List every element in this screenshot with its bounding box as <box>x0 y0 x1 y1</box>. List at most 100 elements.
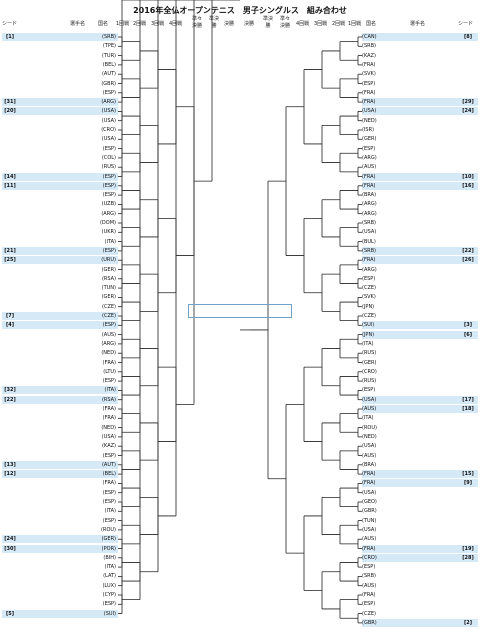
country-code: (ESP) <box>102 601 116 608</box>
country-code: (ITA) <box>104 508 116 515</box>
player-row: (FRA)[29] <box>362 98 478 107</box>
country-code: (SRB) <box>362 220 376 226</box>
player-row: (CZE) <box>362 312 478 320</box>
player-row: (GER) <box>362 135 478 143</box>
player-row: (ESP) <box>362 386 478 394</box>
country-code: (FRA) <box>362 257 376 264</box>
country-code: (USA) <box>362 396 377 403</box>
country-code: (BRA) <box>362 461 377 468</box>
player-row: (ARG) <box>362 266 478 274</box>
player-row: (RSA) <box>2 275 118 283</box>
country-code: (ITA) <box>362 415 374 422</box>
country-code: (ESP) <box>102 247 116 254</box>
country-code: (TUN) <box>101 285 116 292</box>
player-row: (COL) <box>2 154 118 162</box>
country-code: (ESP) <box>362 387 376 394</box>
player-row: (ARG) <box>362 200 478 208</box>
player-row: (FRA)[19] <box>362 544 478 553</box>
player-row: (SRB)[22] <box>362 246 478 255</box>
player-row: (ESP) <box>2 489 118 497</box>
player-row: [11](ESP) <box>2 181 118 190</box>
header-r3-right: 3回戦 <box>314 21 328 27</box>
country-code: (FRA) <box>362 99 376 106</box>
country-code: (DOM) <box>99 220 116 226</box>
country-code: (USA) <box>101 108 116 115</box>
country-code: (AUS) <box>362 582 377 589</box>
header-f-right: 決勝 <box>244 21 255 27</box>
player-row: (FRA) <box>362 61 478 69</box>
country-code: (KAZ) <box>362 52 376 59</box>
player-row: (ESP) <box>362 563 478 571</box>
player-row: (USA) <box>2 433 118 441</box>
player-row: [5](SUI) <box>2 609 118 618</box>
seed-number: [24] <box>4 536 16 543</box>
seed-number: [20] <box>4 108 16 115</box>
player-row: (FRA) <box>2 405 118 413</box>
country-code: (ESP) <box>362 80 376 87</box>
header-sf-left: 準決勝 <box>208 16 219 29</box>
country-code: (FRA) <box>102 415 116 422</box>
country-code: (UZB) <box>101 201 116 208</box>
country-code: (ESP) <box>102 192 116 199</box>
country-code: (CYP) <box>102 592 116 598</box>
country-code: (TUR) <box>101 52 116 59</box>
country-code: (USA) <box>101 136 116 143</box>
player-row: (ESP) <box>2 145 118 153</box>
player-row: (ESP) <box>362 275 478 283</box>
country-code: (ARG) <box>362 210 377 217</box>
seed-number: [17] <box>462 396 474 403</box>
header-r1-left: 1回戦 <box>116 21 130 27</box>
country-code: (ESP) <box>102 322 116 329</box>
player-row: (ROU) <box>362 424 478 432</box>
player-row: (GER) <box>2 266 118 274</box>
country-code: (ROU) <box>362 424 377 431</box>
country-code: (ITA) <box>104 238 116 245</box>
country-code: (RUS) <box>101 164 116 171</box>
country-code: (BRA) <box>362 192 377 199</box>
player-row: (UKR) <box>2 228 118 236</box>
player-row: [14](ESP) <box>2 172 118 181</box>
player-row: (GER) <box>2 293 118 301</box>
player-row: [20] (USA) <box>2 107 118 116</box>
seed-number: [4] <box>5 322 15 329</box>
header-country-right: 国名 <box>366 21 377 27</box>
player-row: (AUS)[18] <box>362 405 478 413</box>
country-code: (GBR) <box>362 508 377 515</box>
player-row: (ISR) <box>362 126 478 134</box>
header-r4-right: 4回戦 <box>296 21 310 27</box>
player-row: [13](AUT) <box>2 460 118 469</box>
player-row: (FRA) [26] <box>362 256 478 265</box>
player-row: (USA) <box>362 526 478 534</box>
country-code: (CZE) <box>362 285 376 292</box>
player-row: (ESP) <box>362 80 478 88</box>
player-row: (SUI)[3] <box>362 321 478 330</box>
header-r2-left: 2回戦 <box>133 21 147 27</box>
player-row: (FRA) <box>2 414 118 422</box>
seed-number: [3] <box>463 322 473 329</box>
country-code: (RUS) <box>362 350 377 357</box>
country-code: (FRA) <box>362 545 376 552</box>
seed-number: [31] <box>4 99 16 106</box>
header-r2-right: 2回戦 <box>332 21 346 27</box>
seed-number: [5] <box>5 610 15 617</box>
player-row: (GBR) <box>2 80 118 88</box>
country-code: (SRB) <box>362 573 376 580</box>
player-row: (LUX) <box>2 582 118 590</box>
player-row: (GEO) <box>362 498 478 506</box>
country-code: (CZE) <box>102 313 116 319</box>
player-row: (ITA) <box>2 507 118 515</box>
header-sf-right: 準決勝 <box>262 16 273 29</box>
player-row: (BRA) <box>362 191 478 199</box>
country-code: (ARG) <box>362 266 377 273</box>
player-row: (DOM) <box>2 219 118 227</box>
seed-number: [26] <box>462 257 474 264</box>
player-row: (ESP) <box>362 600 478 608</box>
country-code: (FRA) <box>102 359 116 366</box>
player-row: (ESP) <box>2 452 118 460</box>
country-code: (TUN) <box>362 517 377 524</box>
country-code: (USA) <box>362 443 377 450</box>
header-f-left: 決勝 <box>224 21 235 27</box>
player-row: (ESP) <box>2 600 118 608</box>
country-code: (NED) <box>362 433 377 440</box>
player-row: [25](URU) <box>2 256 118 265</box>
